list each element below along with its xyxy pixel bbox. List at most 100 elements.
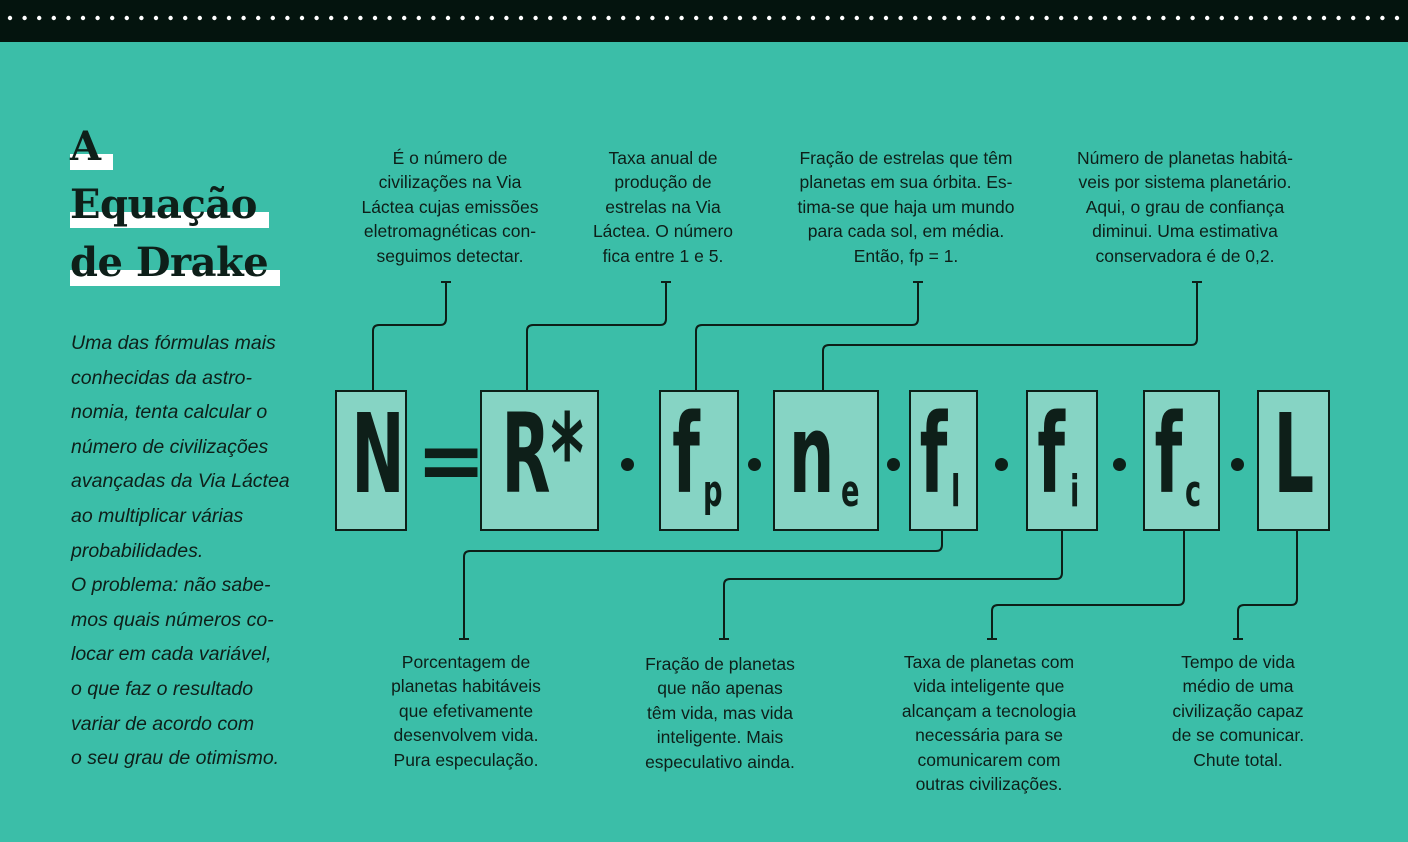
- connector-fc: [991, 531, 1185, 639]
- border-dot: [810, 15, 816, 21]
- term-fp-symbol: f: [672, 390, 700, 518]
- description-line: planetas habitáveis: [391, 676, 541, 697]
- border-dot: [1175, 15, 1181, 21]
- border-dot: [1132, 15, 1137, 21]
- intro-line: o seu grau de otimismo.: [71, 747, 280, 770]
- description-line: Aqui, o grau de confiança: [1085, 196, 1285, 217]
- term-ne-subscript: e: [841, 466, 860, 517]
- description-line: conservadora é de 0,2.: [1095, 245, 1275, 266]
- border-dot: [591, 15, 597, 21]
- border-dot: [445, 15, 451, 21]
- description-line: inteligente. Mais: [656, 727, 784, 748]
- description-line: especulativo ainda.: [645, 751, 795, 772]
- term-fp-subscript: p: [703, 466, 723, 517]
- intro-line: número de civilizações: [71, 435, 269, 458]
- description-line: que não apenas: [657, 678, 783, 699]
- border-dot: [1059, 15, 1064, 21]
- term-ne-symbol: n: [788, 390, 835, 518]
- border-dot: [197, 15, 202, 21]
- description-line: tima-se que haja um mundo: [797, 196, 1015, 217]
- border-dot: [285, 15, 290, 21]
- border-dot: [913, 15, 918, 21]
- border-dot: [7, 15, 13, 21]
- border-dot: [1117, 15, 1122, 21]
- connector-ne: [822, 282, 1198, 391]
- description-line: necessária para se: [915, 725, 1063, 746]
- term-fi-subscript: i: [1070, 466, 1080, 517]
- border-dot: [679, 15, 684, 21]
- border-dot: [329, 15, 334, 21]
- border-dot: [124, 15, 129, 21]
- term-fi-symbol: f: [1037, 390, 1065, 518]
- border-dot: [606, 15, 611, 21]
- intro-line: locar em cada variável,: [71, 643, 272, 666]
- description-fl: Porcentagem de planetas habitáveis que e…: [361, 650, 571, 772]
- border-dot: [416, 15, 421, 21]
- term-fl-symbol: f: [919, 390, 948, 518]
- border-dot: [781, 15, 786, 21]
- border-dot: [241, 15, 246, 21]
- connector-r: [526, 282, 667, 391]
- intro-paragraph: Uma das fórmulas mais conhecidas da astr…: [71, 326, 311, 776]
- multiply-dot: [995, 458, 1008, 471]
- description-line: têm vida, mas vida: [647, 702, 793, 723]
- border-dot: [431, 15, 436, 21]
- border-dot: [825, 15, 830, 21]
- description-line: vida inteligente que: [913, 676, 1065, 697]
- intro-line: o que faz o resultado: [71, 677, 254, 700]
- border-dot: [1351, 15, 1356, 21]
- border-dot: [1219, 15, 1225, 21]
- border-dot: [1102, 15, 1108, 21]
- description-line: outras civilizações.: [915, 774, 1063, 795]
- connector-fl: [463, 531, 943, 639]
- description-line: Láctea. O número: [592, 221, 734, 242]
- title-line-1: A: [70, 123, 113, 170]
- border-dot: [1248, 15, 1254, 21]
- border-dot: [1278, 15, 1283, 21]
- intro-line: Uma das fórmulas mais: [71, 332, 276, 354]
- description-line: civilizações na Via: [378, 172, 522, 193]
- intro-line: mos quais números co-: [71, 608, 274, 631]
- border-dot: [256, 15, 261, 21]
- multiply-dot: [1231, 458, 1244, 471]
- connector-l: [1237, 531, 1298, 639]
- border-dot: [548, 15, 553, 21]
- border-dot: [66, 15, 71, 21]
- border-dot: [1263, 15, 1268, 21]
- description-line: diminui. Uma estimativa: [1092, 221, 1278, 242]
- border-dot: [1088, 15, 1093, 21]
- border-dot: [562, 15, 567, 21]
- term-fi-box: f i: [1026, 390, 1098, 531]
- term-l-symbol: L: [1273, 390, 1315, 518]
- top-dotted-bar: [0, 0, 1408, 42]
- border-dot: [1044, 15, 1049, 21]
- border-dot: [694, 15, 699, 21]
- multiply-dot: [1113, 458, 1126, 471]
- term-r-symbol: R*: [501, 390, 584, 518]
- description-n: É o número de civilizações na Via Láctea…: [340, 146, 560, 268]
- description-line: estrelas na Via: [605, 196, 721, 217]
- description-line: para cada sol, em média.: [807, 221, 1005, 242]
- description-line: desenvolvem vida.: [393, 725, 539, 746]
- border-dot: [1205, 15, 1210, 21]
- border-dot: [796, 15, 801, 21]
- multiply-dot: [621, 458, 634, 471]
- intro-line: avançadas da Via Láctea: [71, 470, 290, 493]
- border-dot: [986, 15, 991, 21]
- description-line: seguimos detectar.: [376, 245, 524, 266]
- border-dot: [708, 15, 713, 21]
- description-line: Fração de estrelas que têm: [799, 148, 1013, 168]
- description-line: Tempo de vida: [1181, 652, 1295, 672]
- border-dot: [767, 15, 772, 21]
- border-dot: [1000, 15, 1005, 21]
- description-fp: Fração de estrelas que têm planetas em s…: [775, 146, 1037, 268]
- border-dot: [621, 15, 626, 21]
- page-title: A Equação de Drake: [70, 118, 300, 292]
- description-line: Chute total.: [1193, 749, 1283, 770]
- border-dot: [635, 15, 640, 21]
- term-fc-subscript: c: [1185, 466, 1202, 517]
- border-dot: [971, 15, 976, 21]
- border-dot: [387, 15, 392, 21]
- intro-line: nomia, tenta calcular o: [71, 401, 268, 424]
